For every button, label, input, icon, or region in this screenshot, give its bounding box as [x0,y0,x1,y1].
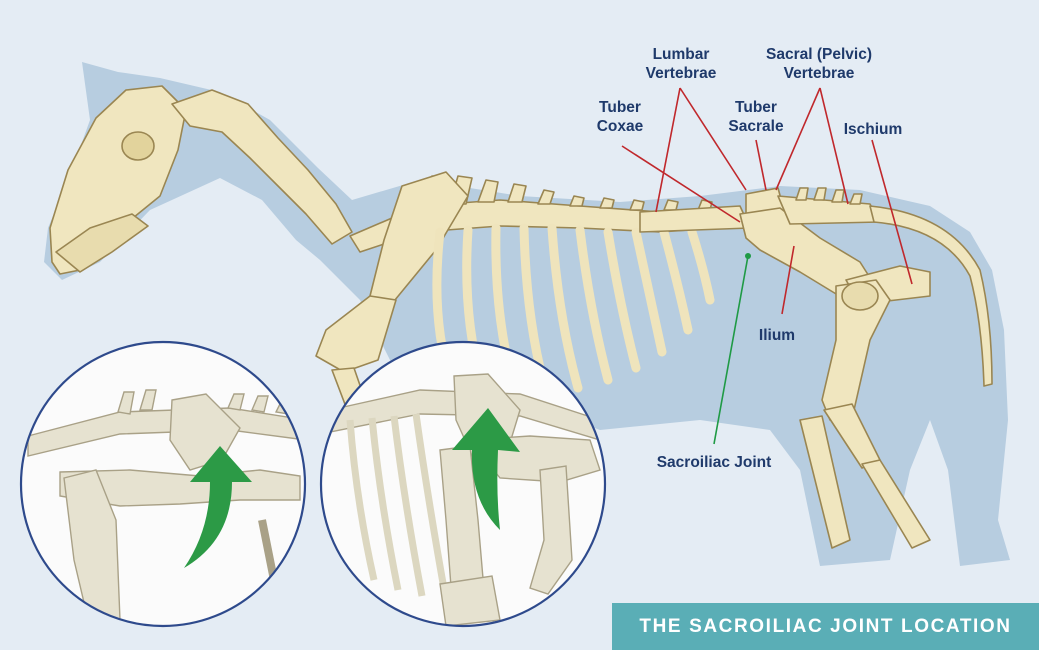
label-sacroiliac-text: Sacroiliac Joint [656,454,772,471]
label-sacral-vertebrae: Sacral (Pelvic) Vertebrae [756,45,882,83]
leader-sacral-1 [775,87,821,191]
inset-left [19,340,307,628]
hind-leg-2 [799,415,851,549]
label-tuber-sacrale-line2: Sacrale [728,118,784,135]
leader-lines [621,87,913,315]
jaw [55,213,149,273]
label-tuber-coxae: Tuber Coxae [590,98,650,136]
label-ilium: Ilium [752,326,802,345]
label-lumbar-vertebrae: Lumbar Vertebrae [640,45,722,83]
label-tuber-sacrale: Tuber Sacrale [722,98,790,136]
label-sacral-line2: Vertebrae [783,65,855,82]
leader-ischium [871,139,913,285]
leader-ilium [781,245,795,315]
label-sacral-line1: Sacral (Pelvic) [766,46,872,63]
label-sacroiliac-joint: Sacroiliac Joint [646,453,782,472]
inset-left-spine [27,407,304,457]
tail [869,205,993,387]
label-tuber-coxae-line2: Coxae [596,118,644,135]
label-tuber-sacrale-line1: Tuber [735,99,777,116]
neck-vertebrae [171,89,353,245]
inset-right-arrow [452,408,520,530]
label-ischium: Ischium [840,120,906,139]
humerus [315,295,397,373]
scapula [369,171,469,307]
label-lumbar-line2: Vertebrae [645,65,717,82]
sacral-spines [795,187,863,205]
hip-socket [841,281,879,311]
skeleton [49,85,993,549]
inset-left-arrow [184,446,252,568]
inset-right [319,340,607,628]
cannon [861,459,931,549]
inset-right-ribs [346,413,450,601]
inset-right-hind [529,465,573,595]
label-ilium-text: Ilium [758,327,796,344]
leader-sacroiliac [713,255,749,445]
leader-tuber-coxae [621,145,741,223]
label-ischium-text: Ischium [843,121,903,138]
inset-right-knee [439,575,501,625]
eye-socket [121,131,155,161]
leader-lumbar-1 [655,87,681,213]
leader-lumbar-2 [679,87,747,191]
label-lumbar-line1: Lumbar [652,46,710,63]
leader-dot-sacroiliac [745,253,751,259]
leader-sacral-2 [819,87,849,205]
label-tuber-coxae-line1: Tuber [599,99,641,116]
title-banner: THE SACROILIAC JOINT LOCATION [612,603,1039,650]
leader-tuber-sacrale [755,139,767,191]
